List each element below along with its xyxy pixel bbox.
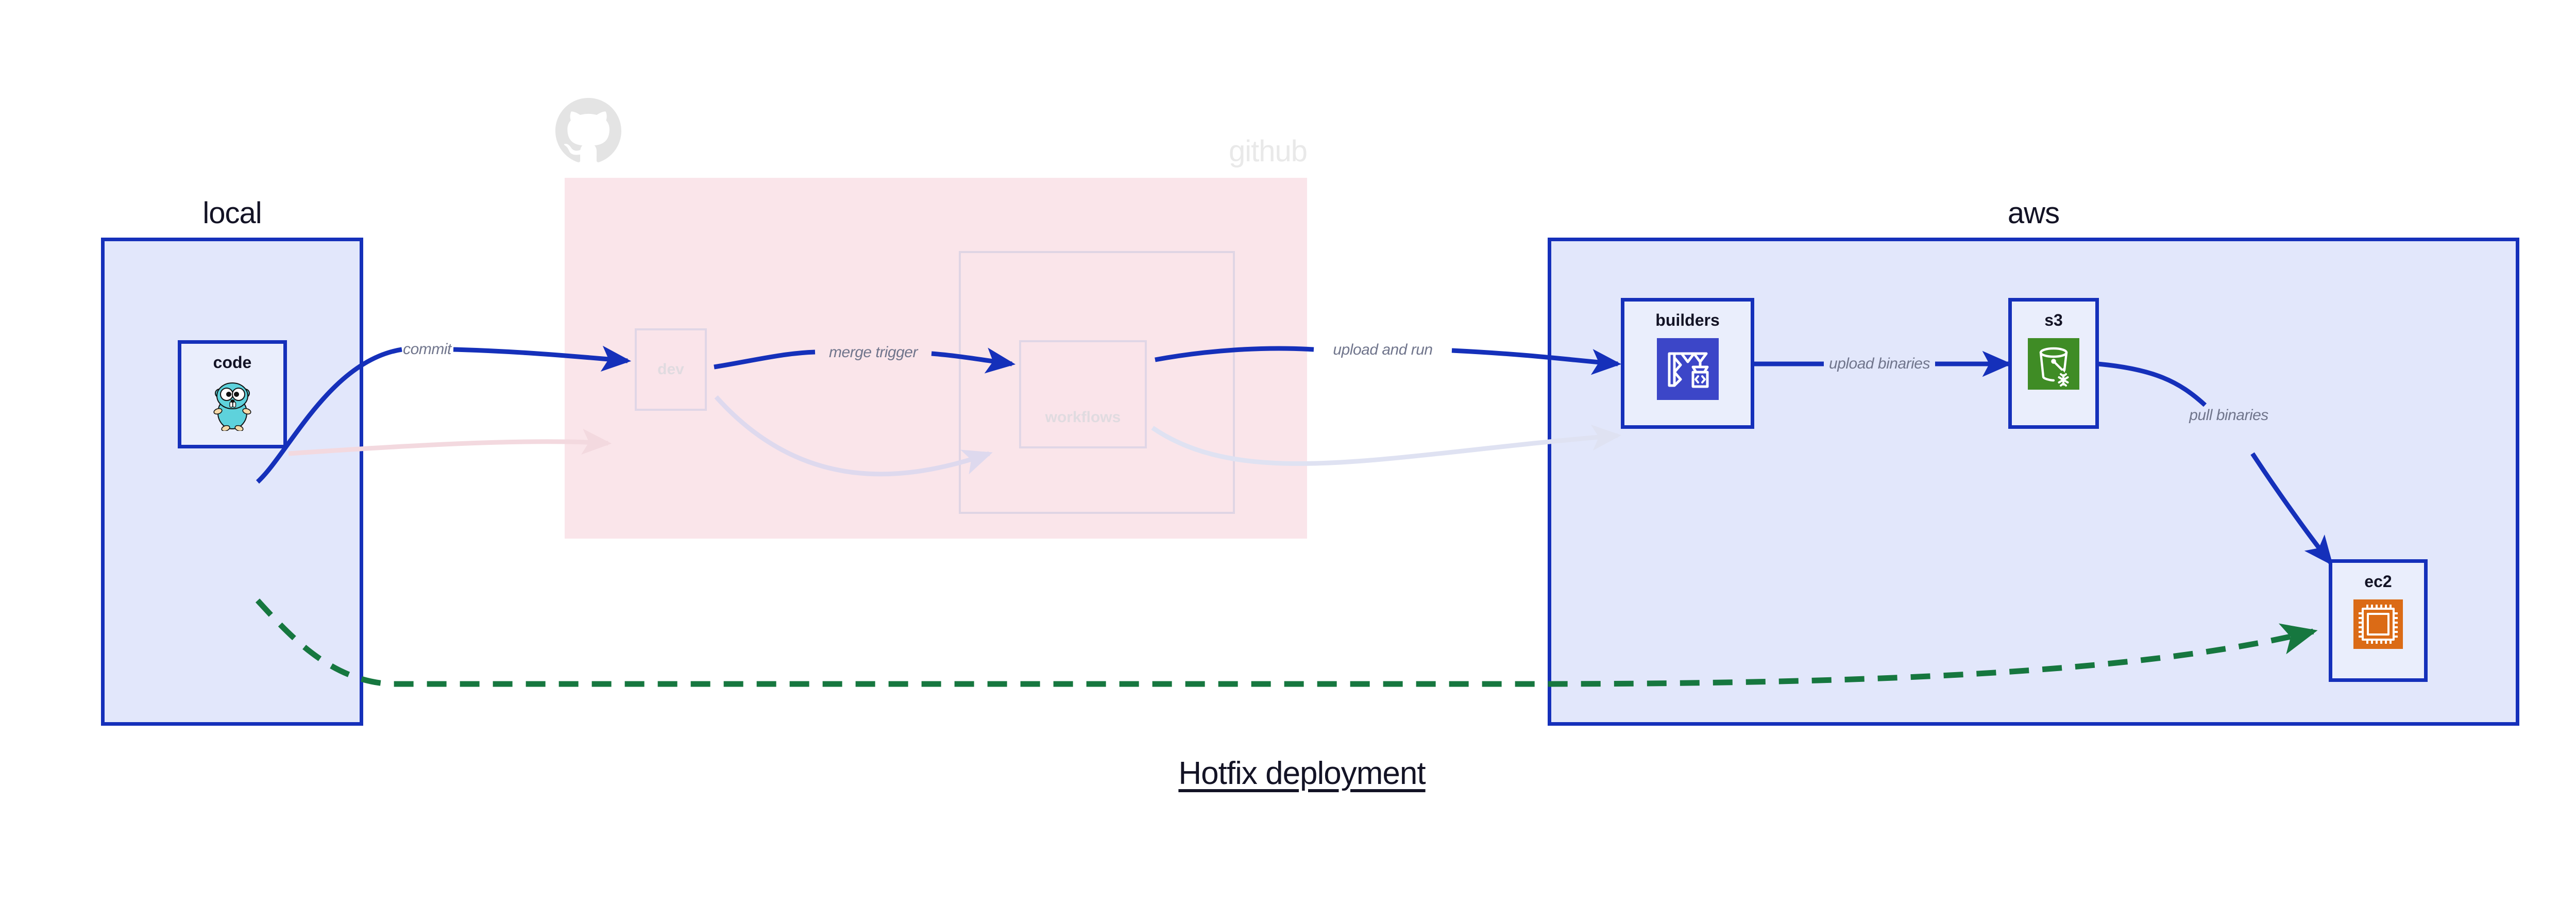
edge-pull-binaries — [2097, 361, 2207, 407]
group-label-aws: aws — [2007, 196, 2060, 230]
node-ec2[interactable]: ec2 — [2329, 559, 2428, 682]
edge-merge-trigger-tail — [931, 347, 1016, 374]
edge-label-upload-binaries: upload binaries — [1829, 355, 1930, 372]
edge-dev-to-workflows-faded — [714, 395, 993, 477]
node-workflows[interactable]: workflows — [1019, 340, 1147, 448]
node-code[interactable]: code — [178, 340, 287, 448]
edge-label-commit: commit — [403, 341, 451, 358]
github-logo-icon — [555, 98, 621, 162]
edge-code-to-dev-faded — [288, 428, 612, 456]
node-dev-label: dev — [657, 361, 684, 378]
node-workflows-label: workflows — [1045, 409, 1121, 426]
node-builders-label: builders — [1655, 311, 1720, 329]
edge-commit — [256, 347, 402, 484]
aws-s3-icon — [2028, 338, 2079, 392]
diagram-title: Hotfix deployment — [1178, 756, 1426, 791]
edge-hotfix-dashed — [255, 598, 2318, 687]
edge-label-pull-binaries: pull binaries — [2189, 407, 2268, 424]
edge-commit-tail — [453, 345, 632, 372]
edge-label-merge-trigger: merge trigger — [829, 344, 918, 361]
edge-merge-trigger — [714, 349, 816, 370]
node-code-label: code — [213, 353, 252, 372]
node-s3[interactable]: s3 — [2008, 298, 2099, 429]
go-gopher-icon — [210, 380, 255, 433]
node-s3-label: s3 — [2044, 311, 2063, 329]
subgroup-master — [959, 251, 1235, 514]
edge-upload-and-run — [1155, 346, 1314, 362]
edge-label-upload-and-run: upload and run — [1333, 341, 1433, 358]
edge-workflows-to-builders-faded — [1151, 424, 1622, 466]
aws-ec2-icon — [2353, 599, 2403, 652]
group-local — [101, 238, 363, 726]
aws-codebuild-icon — [1656, 338, 1719, 403]
group-label-local: local — [202, 196, 262, 230]
edge-upload-and-run-tail — [1451, 348, 1622, 375]
node-dev[interactable]: dev — [635, 328, 707, 411]
group-label-github: github — [1228, 135, 1308, 168]
edge-pull-binaries-tail — [2250, 452, 2333, 566]
node-ec2-label: ec2 — [2364, 572, 2392, 591]
group-github — [565, 178, 1307, 539]
node-builders[interactable]: builders — [1621, 298, 1754, 429]
